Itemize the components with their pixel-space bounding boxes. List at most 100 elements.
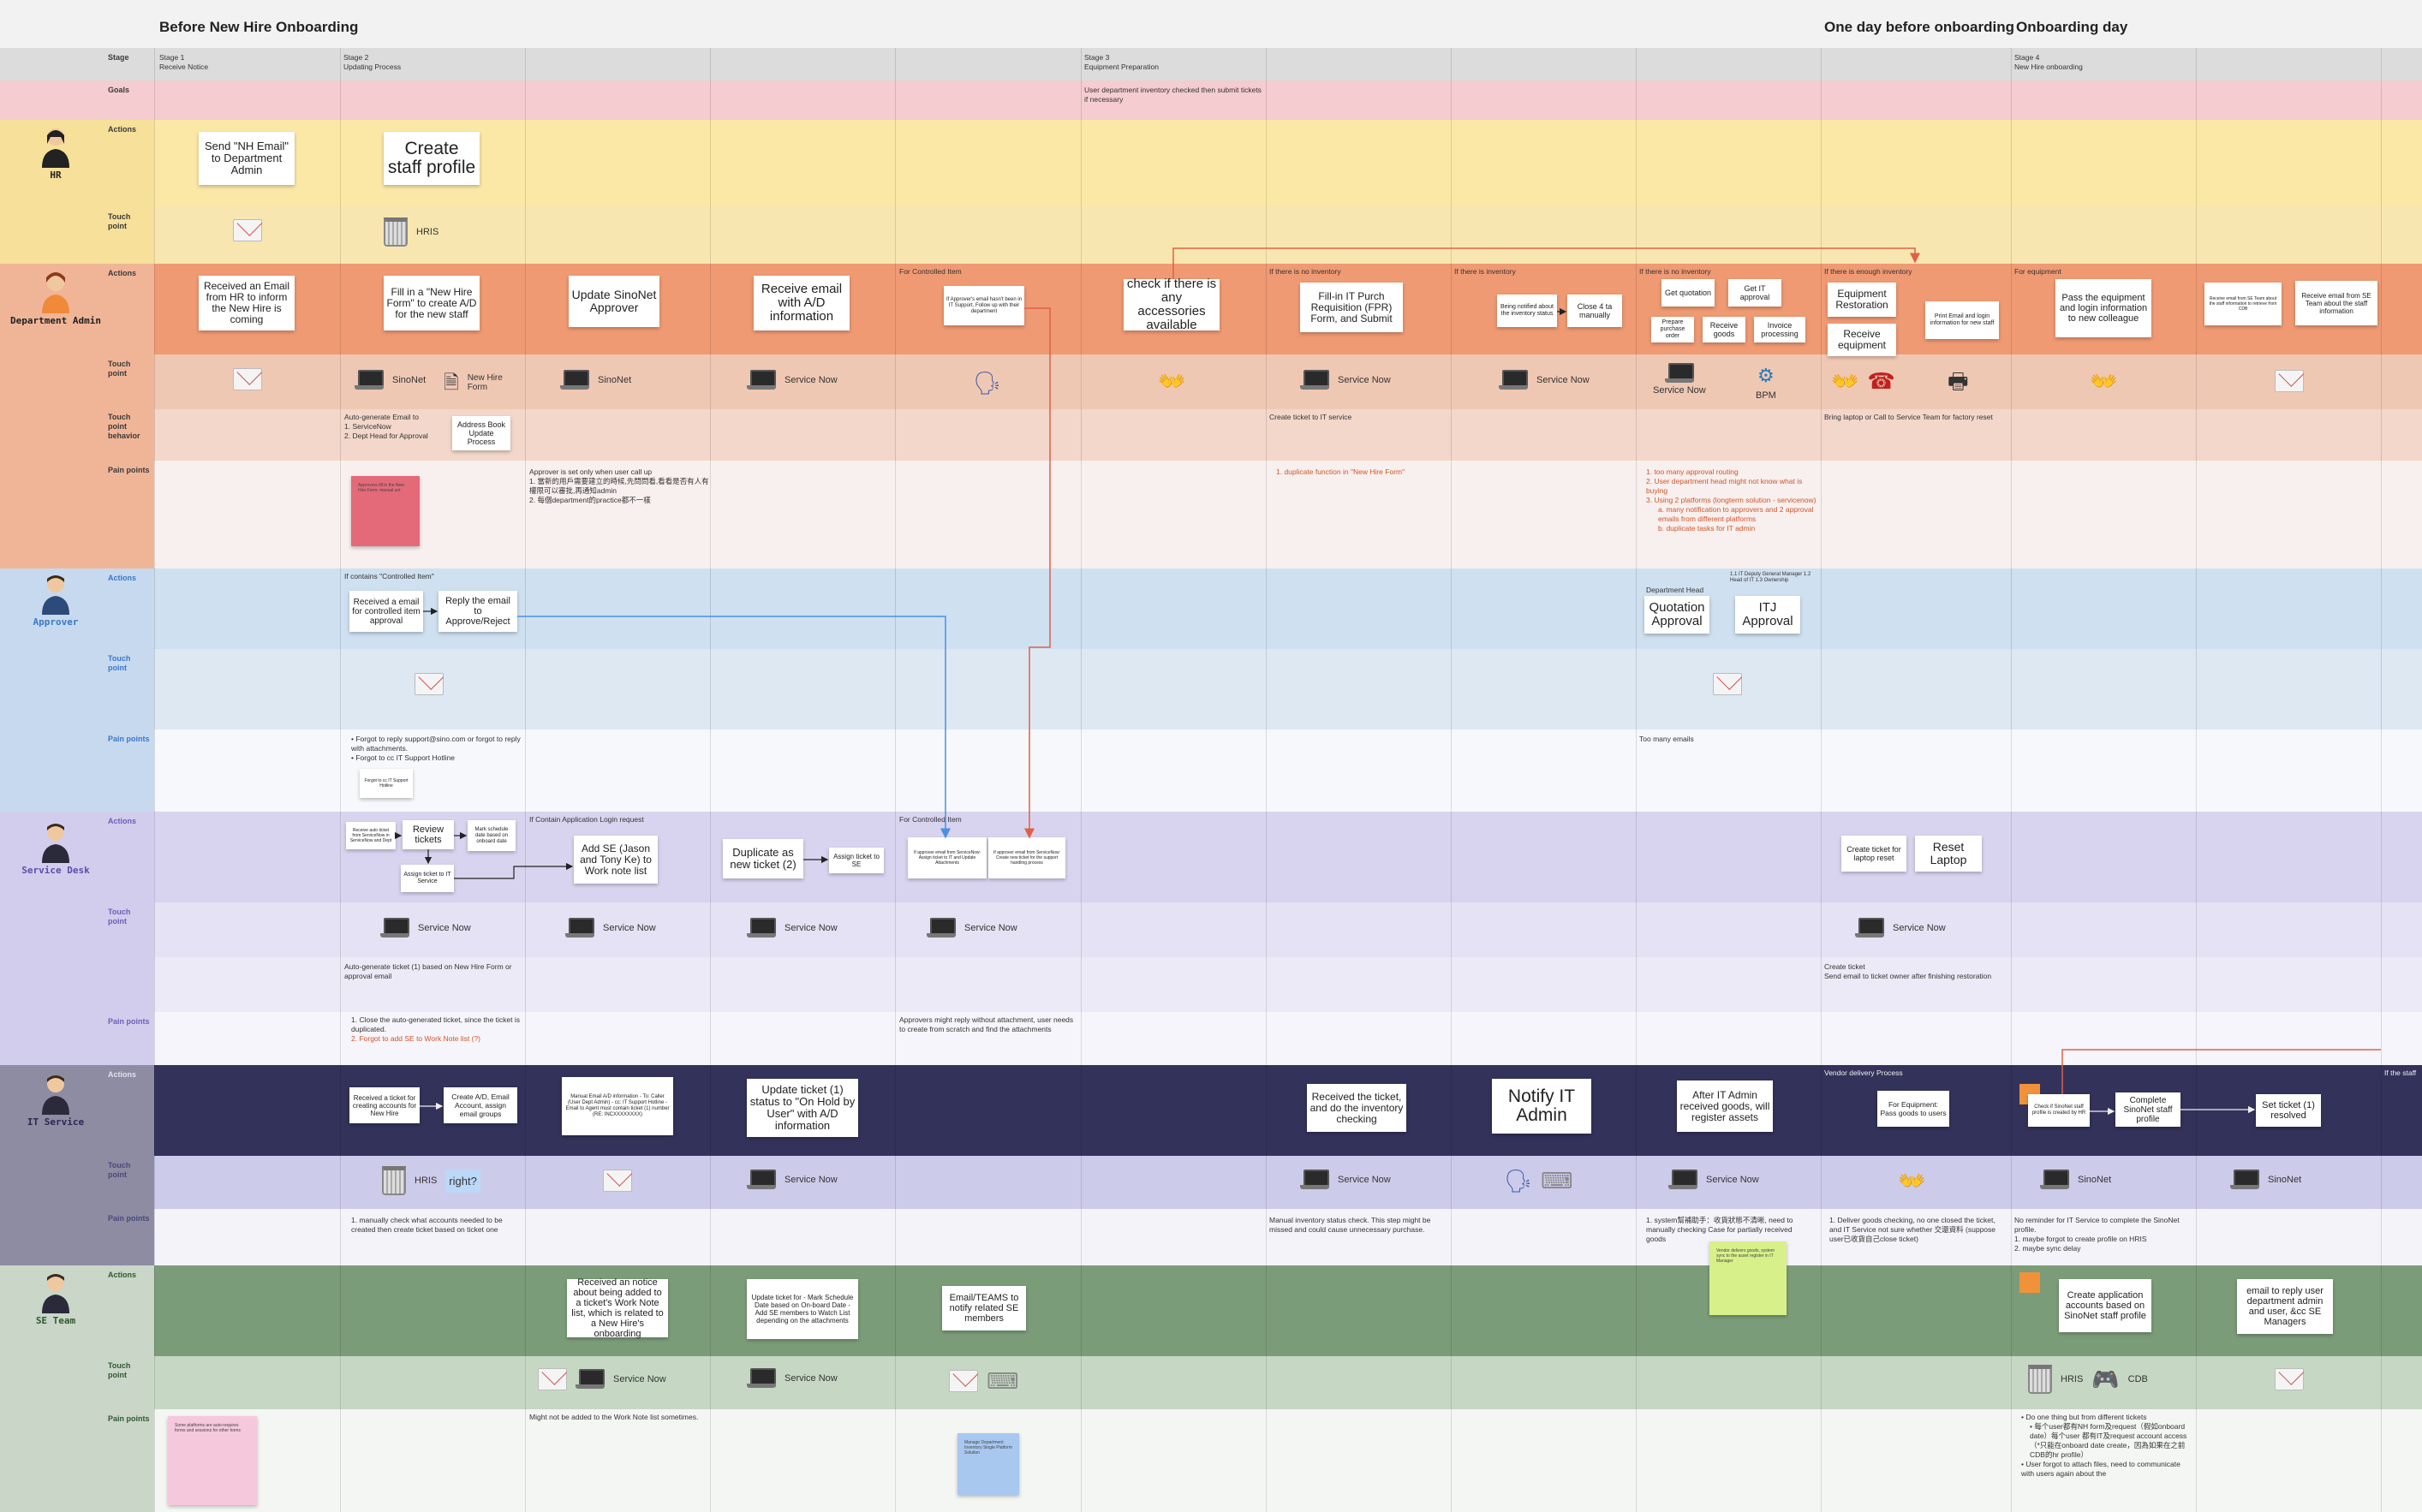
sd-approver-new-ticket-note[interactable]: If approver email from ServiceNow: Creat… [988,837,1065,878]
se-email-reply-note[interactable]: email to reply user department admin and… [2237,1279,2333,1334]
tp-sinonet-label: SinoNet [598,375,632,385]
dept-touch-label: Touch point [108,360,131,378]
hr-create-profile-note[interactable]: Create staff profile [384,132,480,185]
approver-quotation-note[interactable]: Quotation Approval [1644,596,1709,634]
its-notify-admin-note[interactable]: Notify IT Admin [1492,1079,1591,1134]
dept-pass-equipment-note[interactable]: Pass the equipment and login information… [2055,279,2151,337]
sd-laptop-reset-ticket-note[interactable]: Create ticket for laptop reset [1841,836,1906,872]
hr-tp-email [233,219,262,241]
dept-notified-note[interactable]: Being notified about the inventory statu… [1497,295,1557,327]
dept-receive-email-note[interactable]: Received an Email from HR to inform the … [199,276,295,330]
its-create-ad-note[interactable]: Create A/D, Email Account, assign email … [444,1087,517,1123]
its-manual-email-note[interactable]: Manual Email A/D information - To: Calle… [562,1077,673,1135]
dept-invoice-note[interactable]: Invoice processing [1754,317,1805,342]
approver-received-note[interactable]: Received a email for controlled item app… [349,591,423,632]
dept-receive-ad-note[interactable]: Receive email with A/D information [754,276,850,330]
sd-assign-se-note[interactable]: Assign ticket to SE [829,848,884,873]
its-pain-2: Manual inventory status check. This step… [1269,1216,1431,1234]
laptop-icon [747,1170,776,1190]
dept-tp-chat: 🗣 [973,370,1001,396]
sd-app-label: If Contain Application Login request [529,815,644,824]
grid-line [340,48,341,1512]
sd-approver-attach-note[interactable]: If approver email from ServiceNow: Assig… [908,837,987,878]
sd-review-tickets-note[interactable]: Review tickets [403,820,454,849]
sd-ctrl-label: For Controlled Item [899,815,962,824]
dept-print-email-note[interactable]: Print Email and login information for ne… [1925,301,1999,339]
its-register-assets-note[interactable]: After IT Admin received goods, will regi… [1677,1080,1773,1132]
its-update-onhold-note[interactable]: Update ticket (1) status to "On Hold by … [747,1079,858,1137]
se-tp-sn-label: Service Now [784,1373,838,1384]
dept-receive-se-email-note[interactable]: Receive email from SE Team about the sta… [2295,281,2377,325]
persona-it-service: IT Service [9,1072,103,1128]
its-tp-email [603,1170,632,1192]
se-actions-label: Actions [108,1271,137,1279]
se-tp-sn: Service Now [747,1368,838,1389]
its-pass-goods-note[interactable]: For Equipment: Pass goods to users [1877,1091,1949,1127]
form-icon: 🗎 [444,372,459,393]
sd-tp-1: Service Now [380,918,471,938]
dept-restoration-note[interactable]: Equipment Restoration [1828,283,1896,317]
dept-inv-label: If there is inventory [1454,267,1516,276]
persona-service-desk-name: Service Desk [21,865,90,876]
se-create-accounts-note[interactable]: Create application accounts based on Sin… [2059,1279,2151,1332]
chat-icon: 🗣 [973,370,1002,396]
grid-line [2011,48,2012,1512]
dept-touch-band [0,354,2422,409]
dept-equip-label: For equipment [2014,267,2061,276]
se-update-ticket-note[interactable]: Update ticket for - Mark Schedule Date b… [747,1279,858,1339]
dept-receive-goods-note[interactable]: Receive goods [1703,317,1745,342]
sd-receive-auto-note[interactable]: Receive auto ticket from ServiceNow in S… [346,822,396,849]
dept-get-quotation-note[interactable]: Get quotation [1661,279,1715,307]
its-received-ticket-note[interactable]: Received a ticket for creating accounts … [349,1087,420,1123]
dept-receive-cdb-note[interactable]: Receive email from SE Team about the sta… [2204,283,2282,325]
sd-tp-2: Service Now [565,918,656,938]
approver-dh-label: Department Head [1646,586,1704,594]
dept-close-tasks-note[interactable]: Close 4 ta manually [1567,295,1622,327]
sd-touch-behavior-band [0,957,2422,1012]
its-inventory-check-note[interactable]: Received the ticket, and do the inventor… [1307,1084,1406,1132]
se-notify-se-note[interactable]: Email/TEAMS to notify related SE members [942,1286,1026,1330]
hr-avatar-icon [42,128,69,168]
laptop-icon [1664,363,1694,384]
approver-touch-band [0,649,2422,729]
its-complete-profile-note[interactable]: Complete SinoNet staff profile [2115,1092,2180,1127]
sd-tp-4: Service Now [927,918,1017,938]
dept-purchase-order-note[interactable]: Prepare purchase order [1651,317,1694,342]
hands-icon: 👐 [1158,368,1186,394]
persona-dept-admin: Department Admin [9,271,103,326]
dept-update-approver-note[interactable]: Update SinoNet Approver [569,276,659,327]
phase-one-day-title: One day before onboarding [1824,19,2014,35]
sd-assign-it-note[interactable]: Assign ticket to IT Service [401,865,454,892]
sd-reset-laptop-note[interactable]: Reset Laptop [1915,836,1982,872]
dept-check-accessories-note[interactable]: check if there is any accessories availa… [1124,277,1220,332]
hr-actions-band [0,120,2422,205]
sd-add-se-note[interactable]: Add SE (Jason and Tony Ke) to Work note … [574,836,658,884]
mail-icon [233,219,262,241]
laptop-icon [565,918,594,938]
dept-get-it-approval-note[interactable]: Get IT approval [1728,279,1781,307]
dept-fill-form-note[interactable]: Fill in a "New Hire Form" to create A/D … [384,276,480,330]
approver-reply-note[interactable]: Reply the email to Approve/Reject [438,591,517,632]
its-set-resolved-note[interactable]: Set ticket (1) resolved [2256,1094,2321,1127]
dept-address-book-note[interactable]: Address Book Update Process [452,416,510,450]
approver-pain-note: Forgot to cc IT Support Hotline [360,769,413,798]
dept-follow-up-note[interactable]: If Approver's email hasn't been in IT Su… [944,286,1024,325]
sd-mark-schedule-note[interactable]: Mark schedule date based on onboard date [468,820,516,851]
sd-duplicate-note[interactable]: Duplicate as new ticket (2) [723,839,803,878]
approver-itj-note[interactable]: ITJ Approval [1735,596,1800,634]
sd-touch-band [0,902,2422,957]
stage-header-band [0,48,2422,80]
its-check-profile-note[interactable]: Check if SinoNet staff profile is create… [2028,1094,2090,1127]
dept-fpr-form-note[interactable]: Fill-in IT Purch Requisition (FPR) Form,… [1300,283,1403,332]
grid-line [2196,48,2197,1512]
approver-touch-label: Touch point [108,654,131,672]
se-tp-cdb-label: CDB [2127,1374,2148,1384]
hr-send-email-note[interactable]: Send "NH Email" to Department Admin [199,132,295,185]
se-received-notice-note[interactable]: Received an notice about being added to … [567,1277,668,1339]
its-pain-band [0,1209,2422,1265]
keyboard-icon: ⌨ [1541,1168,1573,1194]
sd-tp-label: Service Now [1893,923,1946,933]
dept-receive-equipment-note[interactable]: Receive equipment [1828,324,1896,356]
